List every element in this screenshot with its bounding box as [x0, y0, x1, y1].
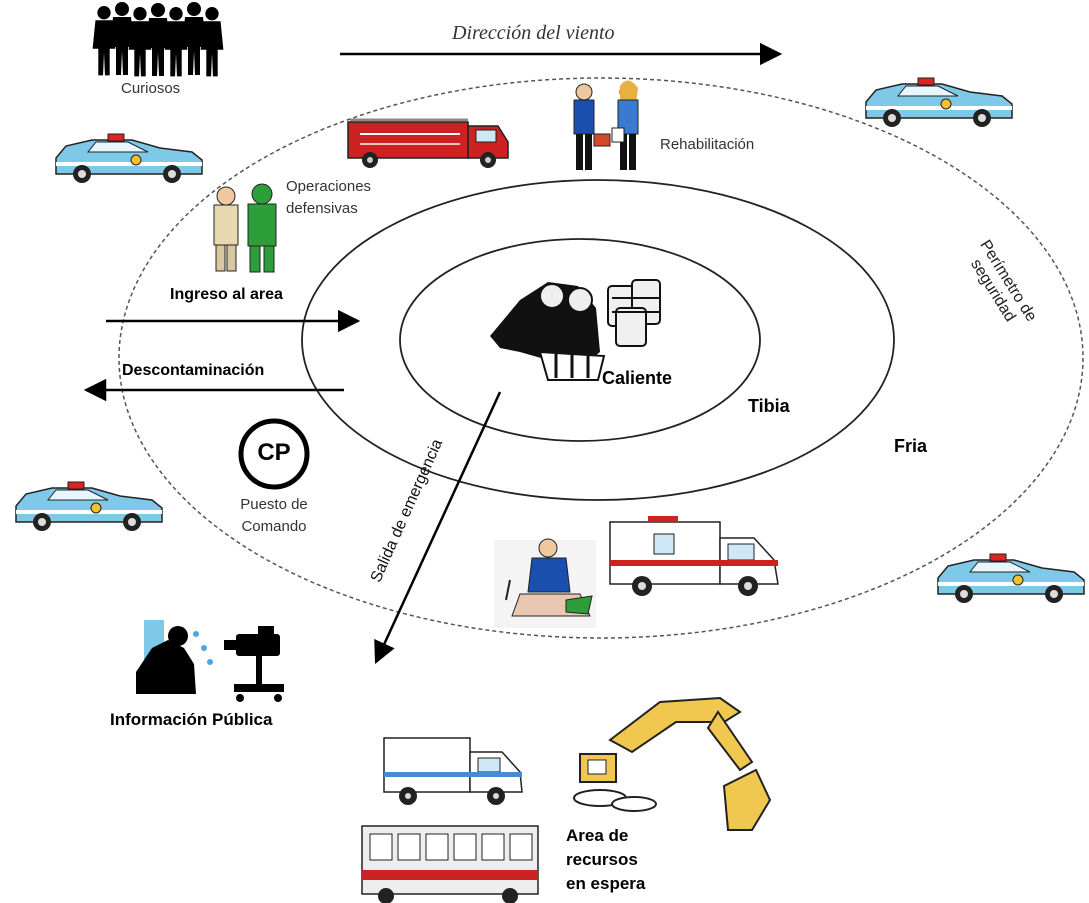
- rehabilitation-label: Rehabilitación: [660, 136, 755, 153]
- staging-area-label-line1: Area de: [566, 826, 629, 845]
- hazmat-drums-icon: [607, 279, 661, 347]
- decontamination-label: Descontaminación: [122, 362, 265, 379]
- crowd-silhouette-icon: [92, 2, 224, 77]
- bus-icon: [361, 825, 539, 903]
- excavator-icon: [573, 696, 772, 831]
- reporter-icon: [136, 620, 213, 694]
- police-car-icon: [865, 77, 1013, 128]
- hot-zone-label: Caliente: [602, 368, 673, 388]
- onlookers-label: Curiosos: [121, 80, 181, 97]
- area-entry-label: Ingreso al area: [170, 286, 283, 303]
- paramedics-icon: [573, 80, 639, 170]
- command-post-icon: [238, 418, 310, 490]
- hazmat-team-icon: [490, 282, 606, 381]
- staging-ambulance-icon: [383, 737, 523, 805]
- command-post-abbr: CP: [257, 439, 291, 466]
- emergency-exit-arrow: [374, 391, 502, 665]
- staging-area-label-line2: recursos: [566, 850, 638, 869]
- cold-zone-label: Fria: [894, 436, 928, 456]
- medic-attending-icon: [494, 538, 596, 628]
- warm-zone-label: Tibia: [748, 396, 790, 416]
- warm-zone-ring: [301, 179, 895, 501]
- wind-direction-label: Dirección del viento: [452, 22, 615, 44]
- police-car-icon: [15, 481, 163, 532]
- tv-camera-icon: [224, 626, 284, 702]
- command-post-label-line2: Comando: [241, 518, 307, 535]
- hazmat-suits-icon: [213, 183, 277, 273]
- fire-truck-icon: [347, 118, 509, 168]
- staging-area-label-line3: en espera: [566, 874, 646, 893]
- defensive-ops-label-line2: defensivas: [286, 200, 358, 217]
- police-car-icon: [937, 553, 1085, 604]
- public-info-label: Información Pública: [110, 710, 273, 729]
- hot-zone-ring: [399, 238, 761, 442]
- cold-zone-perimeter: [118, 77, 1084, 639]
- command-post-label-line1: Puesto de: [240, 496, 308, 513]
- ambulance-icon: [609, 516, 779, 596]
- defensive-ops-label-line1: Operaciones: [286, 178, 372, 195]
- police-car-icon: [55, 133, 203, 184]
